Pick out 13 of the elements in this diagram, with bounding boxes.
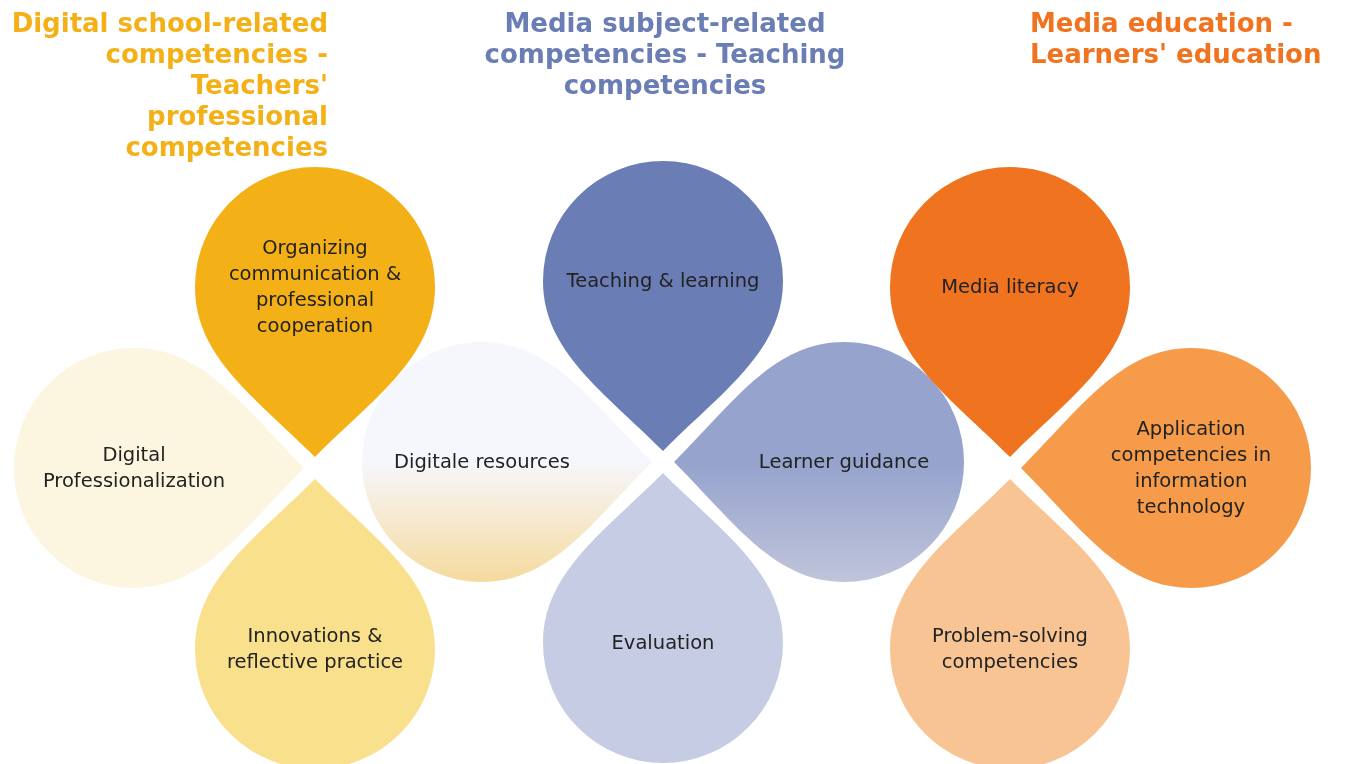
petal-label: Evaluation [610,630,716,656]
petal-label: Digitale resources [393,449,571,475]
petal-label: Teaching & learning [565,268,761,294]
petal-label: Organizing communication & professional cooperation [227,235,403,339]
petal-label: Problem-solving competencies [931,623,1089,675]
petal-label: Application competencies in information technology [1109,416,1273,520]
petal-label: Innovations & reflective practice [225,623,405,675]
group-heading: Media subject-related competencies - Teaching competencies [483,8,847,101]
group-heading: Digital school-related competencies - Teachers' professional competencies [10,8,328,163]
petal-label: Media literacy [940,274,1080,300]
group-heading: Media education - Learners' education [1030,8,1323,70]
petal-label: Digital Professionalization [41,442,227,494]
petal-label: Learner guidance [757,449,931,475]
